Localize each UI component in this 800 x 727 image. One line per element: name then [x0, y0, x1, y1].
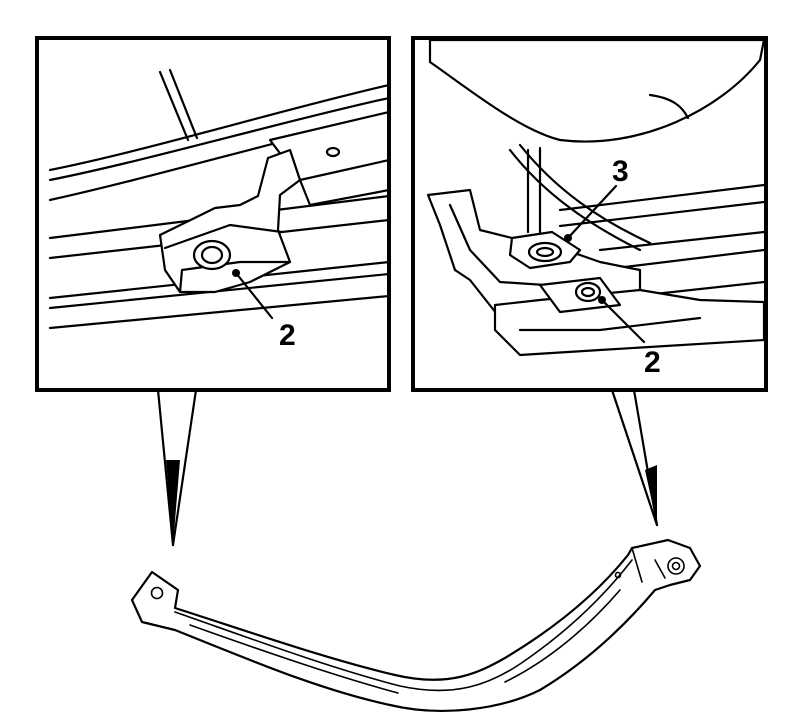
- callout-label-left-2: 2: [279, 319, 296, 352]
- callout-label-right-3: 3: [612, 155, 629, 188]
- curved-trim-part: [130, 538, 702, 712]
- detail-panel-right: 3 2: [411, 36, 768, 392]
- callout-label-right-2: 2: [644, 346, 661, 379]
- pointer-right: [610, 388, 659, 527]
- leader-line-right-2: [600, 298, 646, 344]
- pointer-left: [156, 388, 198, 547]
- detail-panel-left: 2: [35, 36, 391, 392]
- leader-line-left: [234, 271, 274, 320]
- leader-line-right-3: [566, 184, 618, 240]
